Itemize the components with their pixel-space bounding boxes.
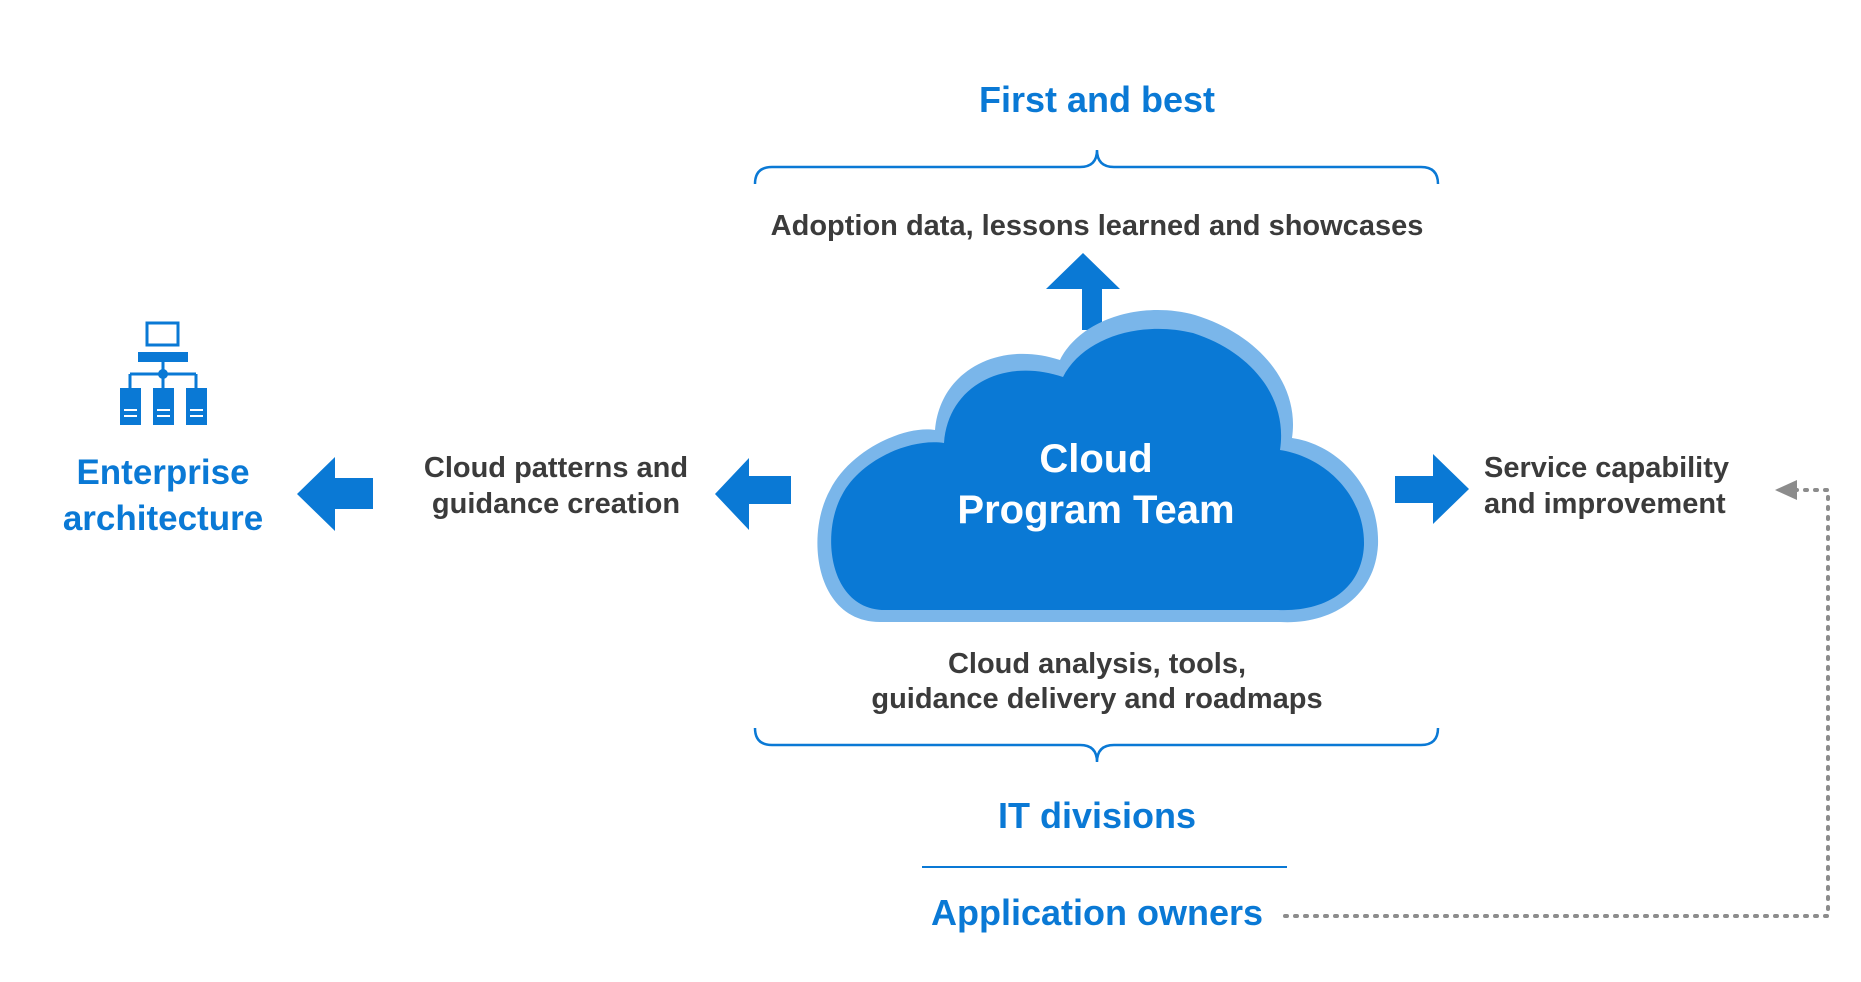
left-arrow-enterprise <box>297 457 373 531</box>
enterprise-label-line1: Enterprise <box>76 453 249 492</box>
left-caption-line2: guidance creation <box>432 488 680 520</box>
top-title: First and best <box>979 79 1215 120</box>
right-caption-line1: Service capability <box>1484 452 1729 484</box>
left-arrow-cloud <box>715 458 791 530</box>
feedback-arrowhead <box>1775 480 1797 500</box>
cloud-shape <box>817 310 1379 623</box>
enterprise-label-line2: architecture <box>63 499 263 538</box>
feedback-dotted-line <box>1283 488 1830 918</box>
application-owners-label: Application owners <box>931 892 1263 933</box>
bottom-brace <box>753 727 1440 763</box>
bottom-caption-line2: guidance delivery and roadmaps <box>871 683 1322 715</box>
up-arrow <box>1046 253 1120 330</box>
left-caption-line1: Cloud patterns and <box>424 452 688 484</box>
top-brace <box>753 149 1440 185</box>
right-arrow <box>1395 454 1469 524</box>
network-servers-icon <box>120 321 207 425</box>
cloud-title-line1: Cloud <box>1039 437 1152 481</box>
right-caption-line2: and improvement <box>1484 488 1726 520</box>
top-caption: Adoption data, lessons learned and showc… <box>771 210 1424 242</box>
cloud-title-line2: Program Team <box>957 488 1234 532</box>
it-divisions-label: IT divisions <box>998 795 1196 836</box>
bottom-caption-line1: Cloud analysis, tools, <box>948 648 1246 680</box>
